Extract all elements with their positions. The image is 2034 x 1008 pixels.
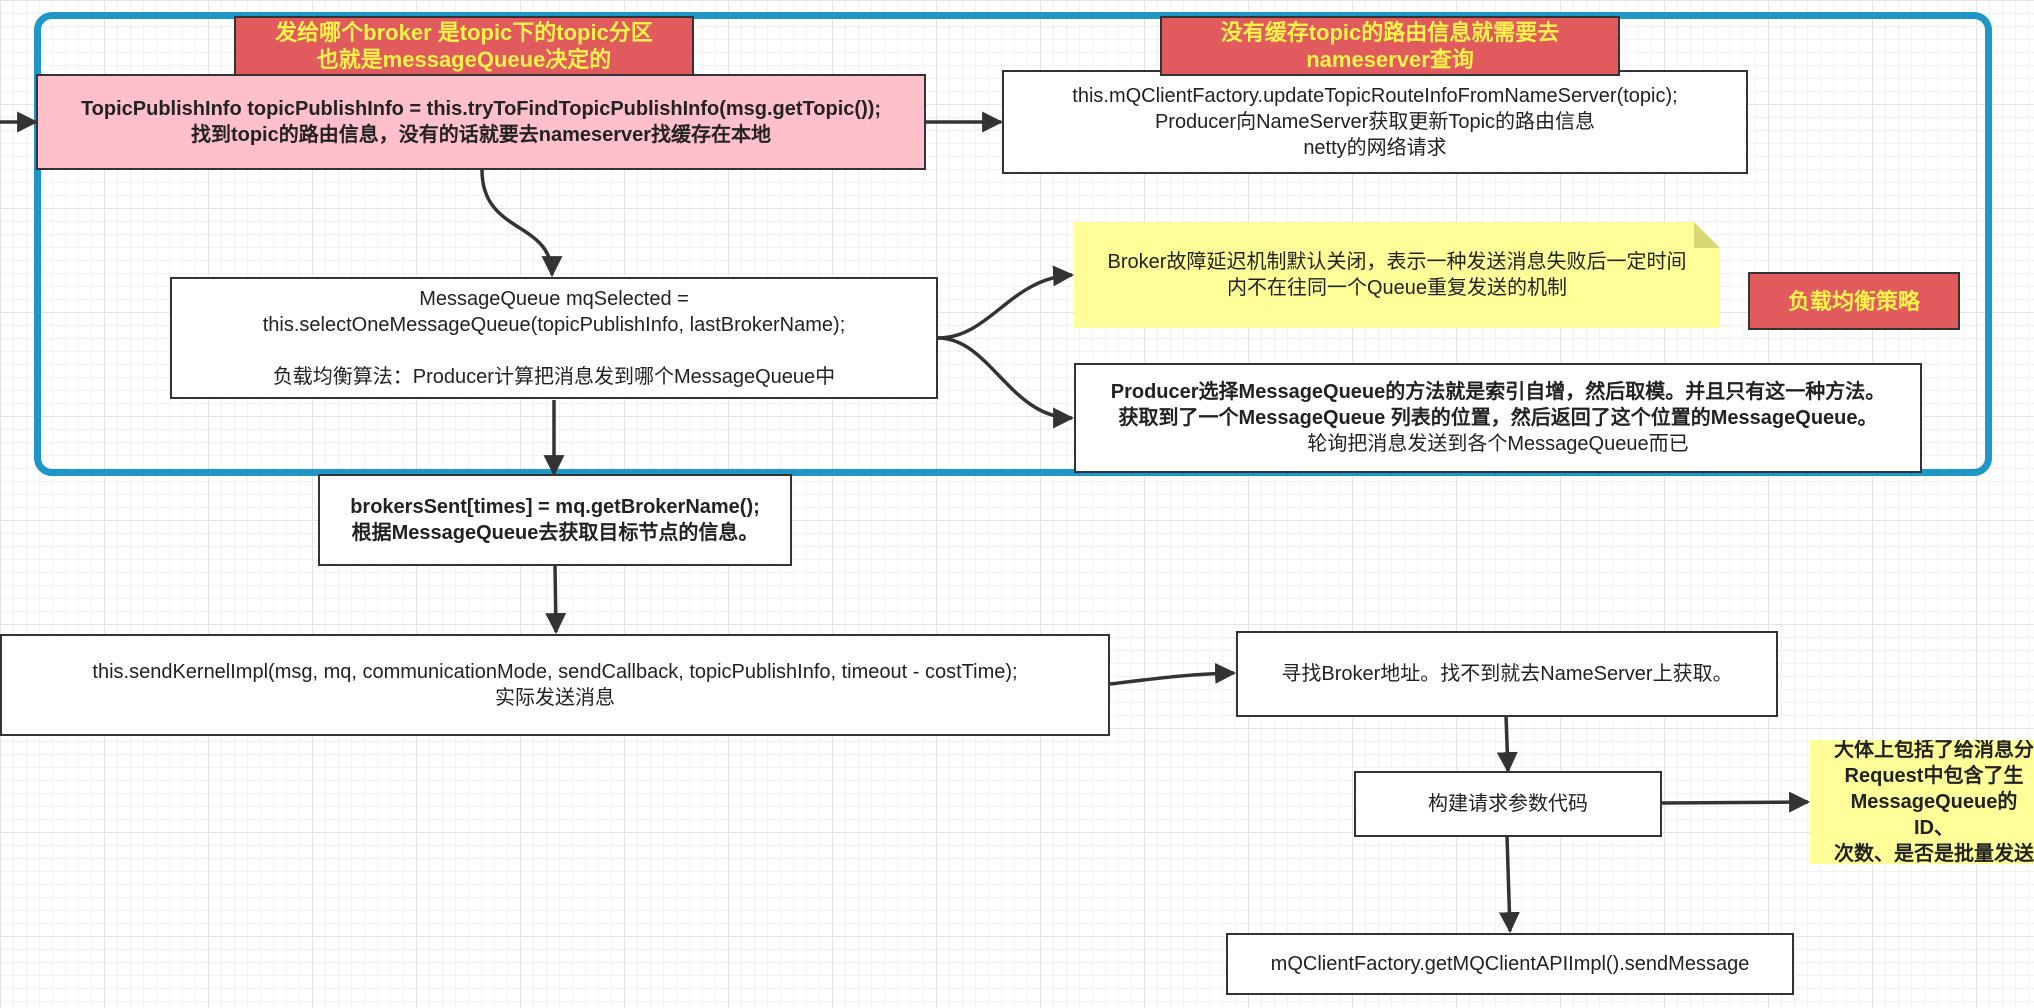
edge-send-kernel-to-find-broker bbox=[1109, 662, 1237, 686]
edge-build-request-to-send-message bbox=[1498, 835, 1520, 934]
build-request-node: 构建请求参数代码 bbox=[1354, 771, 1662, 837]
queue-method-bold-text: Producer选择MessageQueue的方法就是索引自增，然后取模。并且只… bbox=[1110, 381, 1886, 429]
send-kernel-node: this.sendKernelImpl(msg, mq, communicati… bbox=[0, 634, 1110, 736]
update-route-node: this.mQClientFactory.updateTopicRouteInf… bbox=[1002, 70, 1748, 174]
queue-method-plain-text: 轮询把消息发送到各个MessageQueue而已 bbox=[1307, 433, 1689, 455]
edge-find-broker-to-build-request bbox=[1496, 715, 1518, 774]
nameserver-query-banner: 没有缓存topic的路由信息就需要去 nameserver查询 bbox=[1160, 16, 1620, 76]
fault-delay-note: Broker故障延迟机制默认关闭，表示一种发送消息失败后一定时间 内不在往同一个… bbox=[1074, 222, 1720, 328]
broker-decision-banner: 发给哪个broker 是topic下的topic分区 也就是messageQue… bbox=[234, 16, 694, 76]
producer-send-group-frame bbox=[34, 12, 1992, 476]
edge-build-request-to-request-note bbox=[1661, 791, 1811, 813]
brokers-sent-node: brokersSent[times] = mq.getBrokerName();… bbox=[318, 474, 792, 566]
load-balance-banner: 负载均衡策略 bbox=[1748, 272, 1960, 330]
queue-method-node: Producer选择MessageQueue的方法就是索引自增，然后取模。并且只… bbox=[1074, 363, 1922, 473]
find-route-node: TopicPublishInfo topicPublishInfo = this… bbox=[36, 74, 926, 170]
edge-brokers-sent-to-send-kernel bbox=[545, 565, 567, 635]
send-message-node: mQClientFactory.getMQClientAPIImpl().sen… bbox=[1226, 933, 1794, 995]
select-queue-node: MessageQueue mqSelected = this.selectOne… bbox=[170, 277, 938, 399]
find-broker-node: 寻找Broker地址。找不到就去NameServer上获取。 bbox=[1236, 631, 1778, 717]
request-info-note: 大体上包括了给消息分 Request中包含了生 MessageQueue的ID、… bbox=[1810, 740, 2034, 864]
